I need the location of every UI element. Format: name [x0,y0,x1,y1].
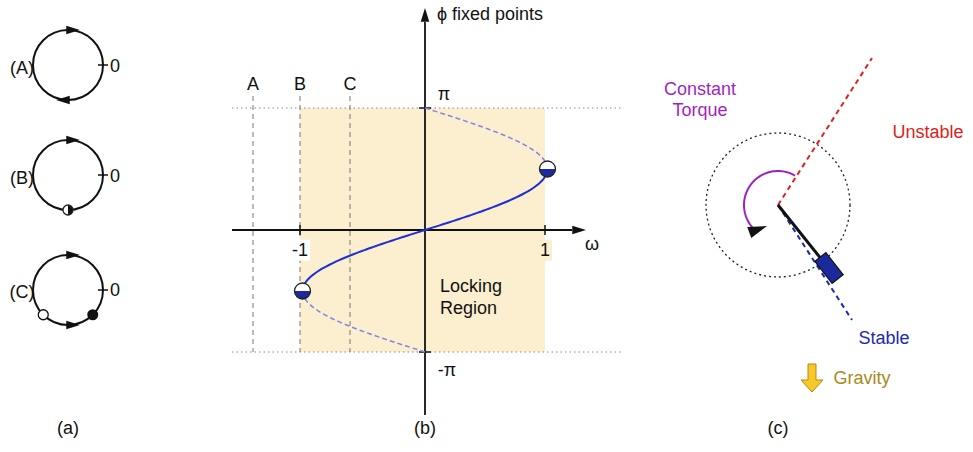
label: Unstable [892,122,963,143]
label: (b) [414,418,436,439]
label: 0 [110,280,120,301]
label: (B) [10,168,34,189]
stable-branch [303,169,548,291]
label: C [344,74,357,95]
region-label: Locking Region [440,276,520,319]
omega-marker [300,96,301,352]
phase-circles [33,26,108,330]
label: 1 [538,240,552,261]
saddle-node-point [295,283,311,299]
omega-axis [232,229,572,231]
saddle-node-point [540,161,556,177]
zero-tick [98,174,108,176]
label: Gravity [833,368,890,389]
tick [544,225,546,235]
label: 0 [110,56,120,77]
pendulum [706,58,872,392]
bifurcation-plot [232,8,622,415]
label: (C) [10,282,35,303]
zero-tick [98,64,108,66]
unstable-branch [303,291,426,352]
label: A [247,74,259,95]
label: ω [585,234,599,255]
zero-tick [98,289,108,291]
phase-circle [33,30,103,100]
unstable-branch [425,108,548,169]
arrowhead [572,226,586,235]
torque-arc [744,171,795,228]
phase-circle [33,140,103,210]
tick [299,225,301,235]
arrowhead [56,96,70,105]
torque-arrowhead [747,226,767,238]
stable-point [87,309,98,320]
label: Stable [858,328,909,349]
label: ϕ fixed points [437,4,543,25]
label: 0 [110,166,120,187]
label: B [294,74,306,95]
arrowhead [421,8,430,22]
label: (c) [768,418,789,439]
label: (a) [57,418,79,439]
label: -1 [290,240,310,261]
phi-axis [424,22,426,415]
pendulum-bob [815,253,843,284]
stable-line [778,205,852,320]
unstable-line [778,58,872,205]
pi-guide [232,352,622,353]
phase-circle [33,255,103,325]
arrowhead [66,136,80,145]
label: π [438,84,450,105]
omega-marker [350,96,351,352]
pendulum-rod [778,205,826,265]
label: Constant Torque [655,79,745,120]
half-stable-point [63,205,73,215]
arrowhead [66,251,80,260]
omega-marker [253,96,254,352]
label: (A) [10,58,34,79]
arrowhead [66,26,80,35]
gravity-arrow [801,364,823,392]
label: -π [438,360,456,381]
arrowhead [66,321,80,330]
unstable-point [38,310,48,320]
